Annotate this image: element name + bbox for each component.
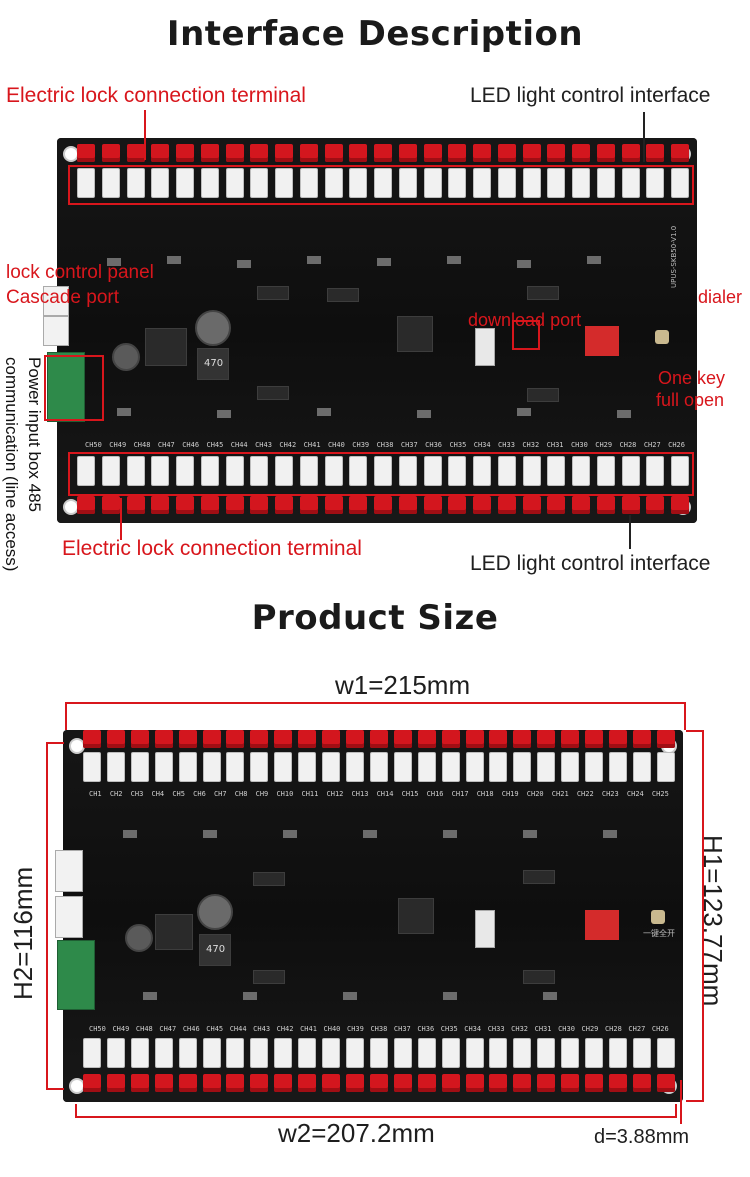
- h1-label: H1=123.77mm: [698, 835, 728, 1007]
- white-connector-row-top: [77, 168, 689, 198]
- inductor: 470: [199, 934, 231, 966]
- led-interface-bottom-label: LED light control interface: [470, 552, 711, 575]
- cascade-connector: [43, 316, 69, 346]
- capacitor-large: [195, 310, 231, 346]
- download-port-label: download port: [468, 310, 582, 330]
- regulator-chip: [155, 914, 193, 950]
- red-connector-row-top: [83, 730, 675, 748]
- capacitor-large: [197, 894, 233, 930]
- leader-line: [120, 498, 122, 540]
- w1-tick: [684, 702, 686, 730]
- h2-label: H2=116mm: [8, 866, 38, 1000]
- mcu-chip: [398, 898, 434, 934]
- push-button: [651, 910, 665, 924]
- inductor-label: 470: [206, 944, 226, 955]
- capacitor-small: [112, 343, 140, 371]
- lock-terminal-top-label: Electric lock connection terminal: [6, 84, 306, 107]
- d-leader: [680, 1080, 682, 1124]
- interface-title: Interface Description: [166, 14, 584, 54]
- power-input-label-1: Power input box 485: [25, 357, 44, 512]
- dialer-label: dialer: [698, 287, 743, 307]
- red-connector-row-bottom: [77, 496, 689, 514]
- white-connector-row-top: [83, 752, 675, 782]
- highlight-top-connectors: [68, 165, 694, 205]
- dip-switch: [585, 326, 619, 356]
- size-title: Product Size: [251, 598, 499, 638]
- leader-line: [629, 515, 631, 549]
- one-key-label: One key: [658, 368, 726, 388]
- h1-dimension-bracket: [686, 730, 704, 1102]
- w2-dimension-bracket: [75, 1104, 677, 1118]
- cascade-port-label: Cascade port: [6, 287, 120, 308]
- regulator-chip: [145, 328, 187, 366]
- highlight-bottom-connectors: [68, 452, 694, 496]
- power-terminal-block: [47, 352, 85, 422]
- cascade-connector: [43, 286, 69, 316]
- red-connector-row-bottom: [83, 1074, 675, 1092]
- inductor: 470: [197, 348, 229, 380]
- dip-switch: [585, 910, 619, 940]
- leader-line: [643, 112, 645, 162]
- one-key-cn-label: 一键全开: [643, 929, 675, 938]
- power-terminal-block: [57, 940, 95, 1010]
- h2-dimension-bracket: [46, 742, 64, 1090]
- leader-line: [144, 110, 146, 160]
- highlight-power-terminal: [44, 355, 104, 421]
- led-interface-top-label: LED light control interface: [470, 84, 711, 107]
- full-open-label: full open: [656, 390, 725, 410]
- download-connector: [475, 328, 495, 366]
- w1-tick: [65, 702, 67, 730]
- cascade-connector: [55, 850, 83, 892]
- w2-label: w2=207.2mm: [278, 1118, 435, 1148]
- mcu-chip: [397, 316, 433, 352]
- inductor-label: 470: [204, 358, 224, 369]
- push-button: [655, 330, 669, 344]
- lock-terminal-bottom-label: Electric lock connection terminal: [62, 537, 362, 560]
- white-connector-row-bottom: [83, 1038, 675, 1068]
- white-connector-row-bottom: [77, 456, 689, 486]
- d-label: d=3.88mm: [594, 1126, 690, 1148]
- highlight-dip: [512, 320, 540, 350]
- w1-dimension-line: [65, 702, 685, 704]
- board-model: UPUS-SKB50-V1.0: [670, 225, 678, 288]
- red-connector-row-top: [77, 144, 689, 162]
- power-input-label-2: communication (line access): [2, 357, 21, 572]
- capacitor-small: [125, 924, 153, 952]
- cascade-connector: [55, 896, 83, 938]
- download-connector: [475, 910, 495, 948]
- w1-label: w1=215mm: [335, 670, 471, 700]
- lock-control-panel-label: lock control panel: [6, 262, 154, 283]
